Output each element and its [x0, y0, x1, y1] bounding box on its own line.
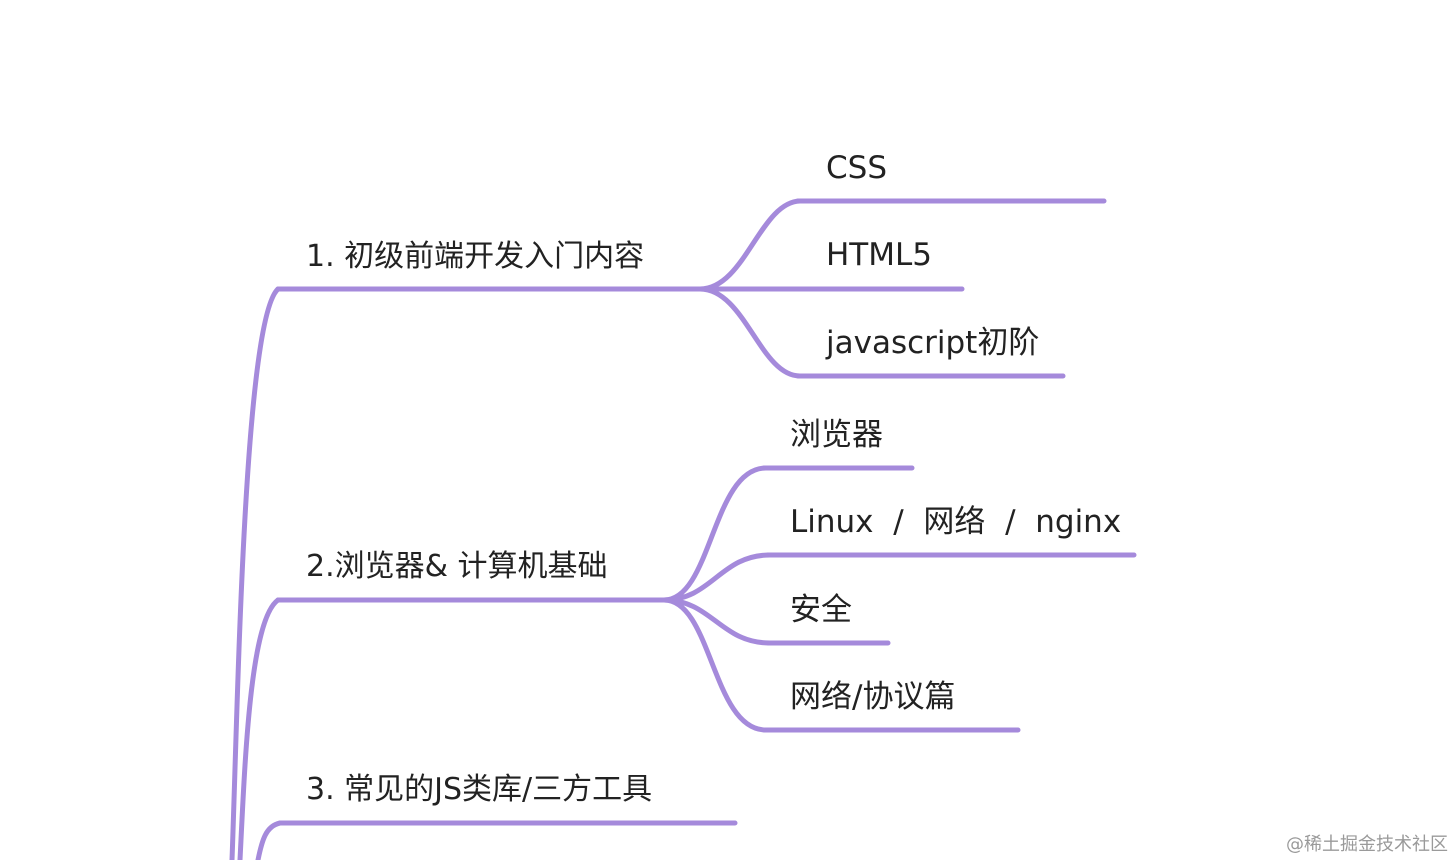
child-connector-2-4 — [661, 597, 769, 733]
branch-label-2: 2.浏览器& 计算机基础 — [306, 549, 608, 584]
child-label-2-3: 安全 — [790, 592, 852, 628]
child-label-2-4: 网络/协议篇 — [790, 679, 955, 715]
branch-label-3: 3. 常见的JS类库/三方工具 — [306, 772, 652, 807]
child-label-1-3: javascript初阶 — [825, 325, 1039, 361]
child-connector-1-3 — [697, 286, 803, 379]
watermark-text: @稀土掘金技术社区 — [1286, 834, 1448, 855]
child-connector-2-3 — [661, 597, 773, 646]
child-label-2-1: 浏览器 — [790, 417, 883, 453]
child-connector-2-1 — [661, 465, 769, 603]
trunk-connector-3 — [255, 820, 283, 860]
child-connector-2-2 — [661, 552, 773, 603]
branch-label-1: 1. 初级前端开发入门内容 — [306, 239, 644, 274]
child-label-1-2: HTML5 — [826, 237, 932, 273]
child-label-1-1: CSS — [826, 150, 887, 186]
child-connector-1-1 — [697, 198, 803, 292]
trunk-connector-1 — [229, 286, 281, 860]
child-label-2-2: Linux / 网络 / nginx — [790, 504, 1121, 540]
trunk-connector-2 — [237, 597, 281, 860]
